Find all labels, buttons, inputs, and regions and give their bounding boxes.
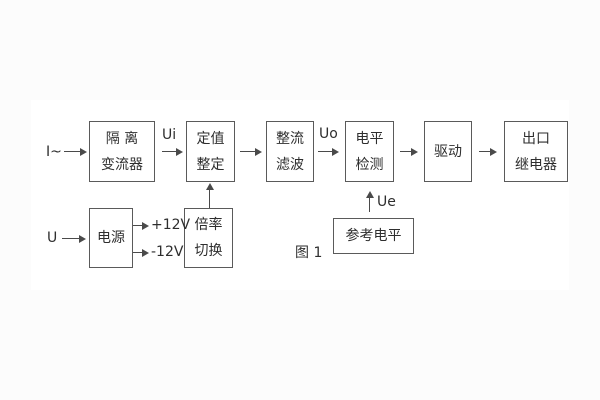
block-level-detect: 电平 检测: [345, 121, 394, 182]
block-reference-level: 参考电平: [333, 218, 414, 254]
block-text-line: 电源: [97, 230, 125, 246]
block-text-line: 电平: [355, 130, 384, 147]
block-setpoint-adjust: 定值 整定: [186, 121, 235, 182]
block-text-line: 检测: [355, 156, 384, 173]
block-power-supply: 电源: [89, 208, 133, 268]
block-rectifier-filter: 整流 滤波: [266, 121, 314, 182]
input-voltage-label: U: [47, 230, 58, 246]
block-text-line: 继电器: [515, 156, 557, 173]
plus12v-label: +12V: [151, 217, 191, 233]
block-text-line: 隔 离: [105, 130, 139, 147]
block-text-line: 驱动: [434, 143, 462, 160]
signal-ui-label: Ui: [162, 127, 177, 143]
input-current-label: I~: [46, 144, 62, 160]
block-text-line: 变流器: [101, 156, 143, 173]
block-text-line: 定值: [196, 130, 225, 147]
block-text-line: 切换: [194, 243, 223, 259]
block-ratio-switch: 倍率 切换: [184, 208, 233, 268]
figure-caption: 图 1: [295, 245, 323, 261]
block-text-line: 倍率: [194, 217, 223, 233]
block-output-relay: 出口 继电器: [504, 121, 568, 182]
block-text-line: 整定: [196, 156, 225, 173]
block-text-line: 出口: [522, 130, 550, 147]
minus12v-label: -12V: [151, 244, 184, 260]
signal-uo-label: Uo: [319, 126, 338, 142]
block-text-line: 滤波: [276, 156, 304, 173]
block-text-line: 参考电平: [345, 228, 402, 244]
block-text-line: 整流: [276, 130, 304, 147]
block-drive: 驱动: [424, 121, 472, 182]
block-isolation-transformer: 隔 离 变流器: [89, 121, 155, 182]
signal-ue-label: Ue: [377, 194, 396, 210]
